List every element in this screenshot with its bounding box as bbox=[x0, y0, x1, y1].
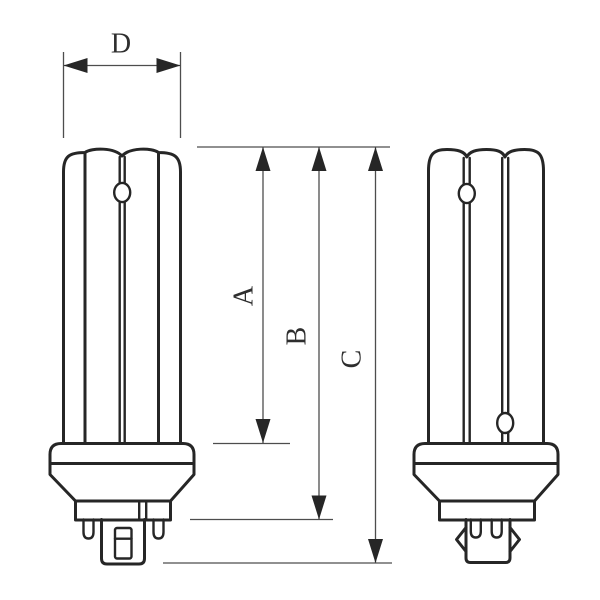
side-tip-off-oval-bottom bbox=[496, 411, 515, 435]
dimension-c: C bbox=[163, 147, 392, 564]
dimension-a: A bbox=[213, 147, 290, 445]
lamp-front-view bbox=[48, 147, 196, 566]
d-arrowhead-right-icon bbox=[156, 58, 181, 73]
front-connector-block bbox=[100, 518, 146, 566]
side-base-collar bbox=[438, 499, 536, 522]
side-pin-left bbox=[469, 518, 482, 539]
dimension-label-c: C bbox=[337, 350, 368, 369]
c-arrowhead-top-icon bbox=[368, 147, 383, 171]
a-arrowhead-bottom-icon bbox=[255, 419, 271, 443]
side-tubes-outline bbox=[427, 148, 545, 445]
side-pin-right bbox=[490, 518, 503, 539]
b-arrowhead-bottom-icon bbox=[311, 495, 327, 520]
side-latch-wing-left bbox=[455, 526, 468, 553]
b-arrowhead-top-icon bbox=[311, 147, 327, 171]
front-pin-right bbox=[152, 518, 165, 540]
dimension-d: D bbox=[62, 29, 182, 138]
c-arrowhead-bottom-icon bbox=[368, 539, 383, 563]
side-latch-wing-right bbox=[508, 526, 521, 553]
lamp-side-view bbox=[412, 148, 560, 564]
dimension-label-d: D bbox=[111, 29, 131, 60]
side-cap bbox=[412, 442, 560, 503]
dimension-label-a: A bbox=[229, 285, 260, 306]
front-tip-off-oval bbox=[112, 181, 132, 204]
front-base-collar bbox=[74, 499, 172, 522]
dimension-b: B bbox=[190, 147, 333, 521]
d-arrowhead-left-icon bbox=[63, 58, 88, 73]
dimension-label-b: B bbox=[282, 327, 313, 346]
front-tubes-outline bbox=[62, 147, 182, 445]
a-arrowhead-top-icon bbox=[255, 147, 271, 171]
front-key-slot bbox=[113, 526, 133, 560]
side-tip-off-oval-top bbox=[457, 182, 476, 205]
front-pin-left bbox=[82, 518, 95, 540]
front-cap bbox=[48, 442, 196, 503]
